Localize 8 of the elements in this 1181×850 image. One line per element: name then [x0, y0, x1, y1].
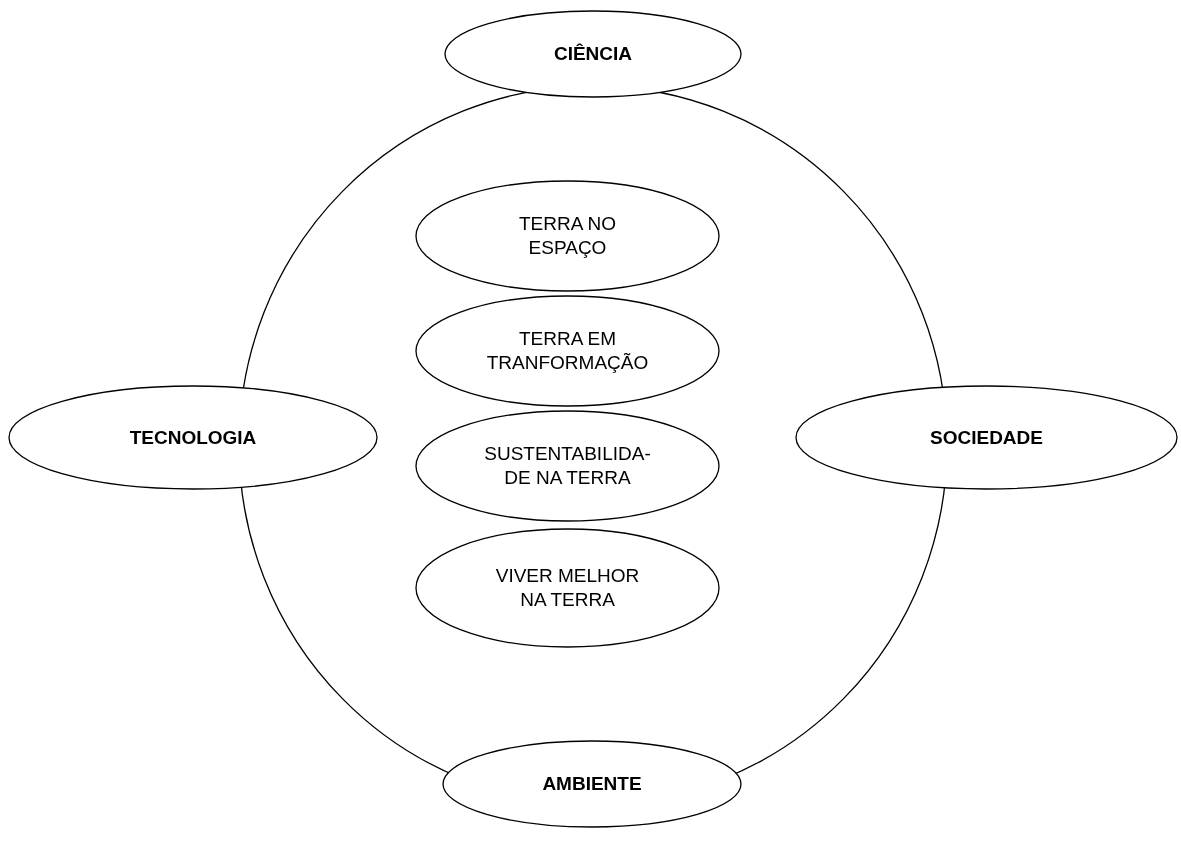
node-label: TERRA EM TRANFORMAÇÃO — [485, 327, 650, 375]
node-label: SOCIEDADE — [930, 425, 1043, 450]
node-label: VIVER MELHOR NA TERRA — [494, 564, 641, 612]
node-label: TECNOLOGIA — [129, 425, 257, 450]
node-label: CIÊNCIA — [553, 42, 633, 66]
node-label: TERRA NO ESPAÇO — [517, 212, 618, 260]
node-label: SUSTENTABILIDA- DE NA TERRA — [483, 442, 652, 490]
node-label: AMBIENTE — [542, 772, 642, 796]
